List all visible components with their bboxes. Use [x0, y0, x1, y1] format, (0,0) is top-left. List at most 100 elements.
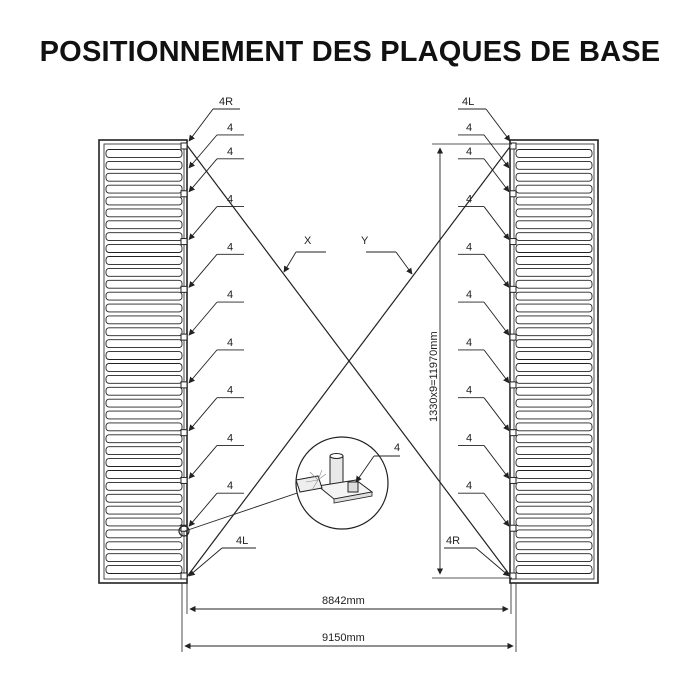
plate-label-right: 4: [466, 289, 472, 301]
container-rib: [515, 220, 593, 230]
corner-label-left-bottom: 4L: [188, 535, 256, 577]
detail-bracket: [347, 481, 359, 493]
left-container-ribs: [105, 149, 183, 574]
left-container-inner: [103, 143, 185, 580]
base-plate-left: [180, 572, 188, 580]
plate-label-left: 4: [227, 432, 233, 444]
diagonal-label-y-text: Y: [361, 235, 369, 247]
detail-plate-label: 4: [394, 442, 400, 454]
container-rib: [515, 291, 593, 301]
container-rib: [105, 256, 183, 265]
vertical-dimension-text: 1330x9=11970mm: [428, 331, 440, 422]
container-rib: [515, 327, 593, 337]
base-plate-right: [509, 190, 517, 198]
container-rib: [515, 565, 593, 574]
container-rib: [515, 351, 593, 360]
container-rib: [105, 458, 183, 467]
right-container: [509, 139, 599, 584]
detail-view: 4: [178, 436, 400, 537]
container-rib: [515, 553, 593, 563]
dimension-inner-width-text: 8842mm: [322, 595, 365, 607]
plate-label-left: 4: [227, 194, 233, 206]
container-rib: [105, 553, 183, 563]
container-rib: [105, 244, 183, 253]
container-rib: [105, 327, 183, 337]
right-container-outline: [509, 139, 599, 584]
container-rib: [105, 291, 183, 301]
container-rib: [515, 244, 593, 253]
container-rib: [515, 541, 593, 551]
container-rib: [105, 303, 183, 313]
container-rib: [515, 149, 593, 158]
diagonal-label-x-text: X: [304, 235, 312, 247]
right-container-ribs: [515, 149, 593, 574]
container-rib: [105, 279, 183, 289]
left-container: [98, 139, 188, 584]
base-plate-right: [509, 381, 517, 389]
container-rib: [105, 339, 183, 349]
left-container-outline: [98, 139, 188, 584]
detail-source-marker: [178, 525, 190, 537]
base-plate-right: [509, 476, 517, 484]
container-rib: [515, 208, 593, 218]
plate-label-right: 4: [466, 241, 472, 253]
container-rib: [105, 363, 183, 372]
detail-leader: [184, 487, 313, 532]
container-rib: [515, 517, 593, 527]
container-rib: [515, 160, 593, 170]
container-rib: [105, 434, 183, 444]
diagonal-label-y: Y: [361, 235, 413, 275]
container-rib: [515, 410, 593, 420]
container-rib: [105, 422, 183, 432]
page-title: POSITIONNEMENT DES PLAQUES DE BASE: [39, 36, 661, 68]
container-rib: [515, 267, 593, 277]
container-rib: [515, 196, 593, 206]
container-rib: [515, 446, 593, 456]
plate-label-left: 4: [227, 337, 233, 349]
right-container-inner: [513, 143, 595, 580]
container-rib: [515, 458, 593, 467]
plate-label-right: 4: [466, 432, 472, 444]
detail-column: [329, 455, 344, 487]
base-plate-left: [180, 285, 188, 293]
base-plate-left: [180, 429, 188, 437]
plate-label-left: 4: [227, 289, 233, 301]
base-plate-left: [180, 524, 188, 532]
container-rib: [105, 410, 183, 420]
container-rib: [515, 470, 593, 479]
container-rib: [105, 220, 183, 230]
corner-label-left-top: 4R: [188, 96, 240, 142]
plate-label-right: 4: [466, 385, 472, 397]
base-plate-left: [180, 333, 188, 341]
base-plate-right: [509, 524, 517, 532]
container-rib: [515, 184, 593, 194]
base-plate-right: [509, 572, 517, 580]
container-rib: [105, 184, 183, 194]
plate-label-left: 4: [227, 241, 233, 253]
plate-label-right: 4: [466, 122, 472, 134]
diagonal-label-x: X: [283, 235, 326, 273]
container-rib: [515, 422, 593, 432]
container-rib: [515, 279, 593, 289]
container-rib: [105, 517, 183, 527]
corner-label-right-bottom-text: 4R: [446, 535, 460, 547]
container-rib: [105, 267, 183, 277]
base-plate-left: [180, 381, 188, 389]
container-rib: [515, 434, 593, 444]
container-rib: [515, 363, 593, 372]
detail-weld-spatter: [305, 469, 327, 491]
container-rib: [515, 398, 593, 408]
container-rib: [105, 470, 183, 479]
base-plate-right: [509, 429, 517, 437]
container-rib: [105, 160, 183, 170]
container-rib: [515, 374, 593, 384]
base-plate-right: [509, 238, 517, 246]
container-rib: [515, 339, 593, 349]
container-rib: [515, 481, 593, 491]
container-rib: [105, 386, 183, 396]
dimension-outer-width-text: 9150mm: [322, 632, 365, 644]
corner-label-right-bottom: 4R: [444, 535, 510, 577]
container-rib: [105, 493, 183, 503]
container-rib: [105, 481, 183, 491]
